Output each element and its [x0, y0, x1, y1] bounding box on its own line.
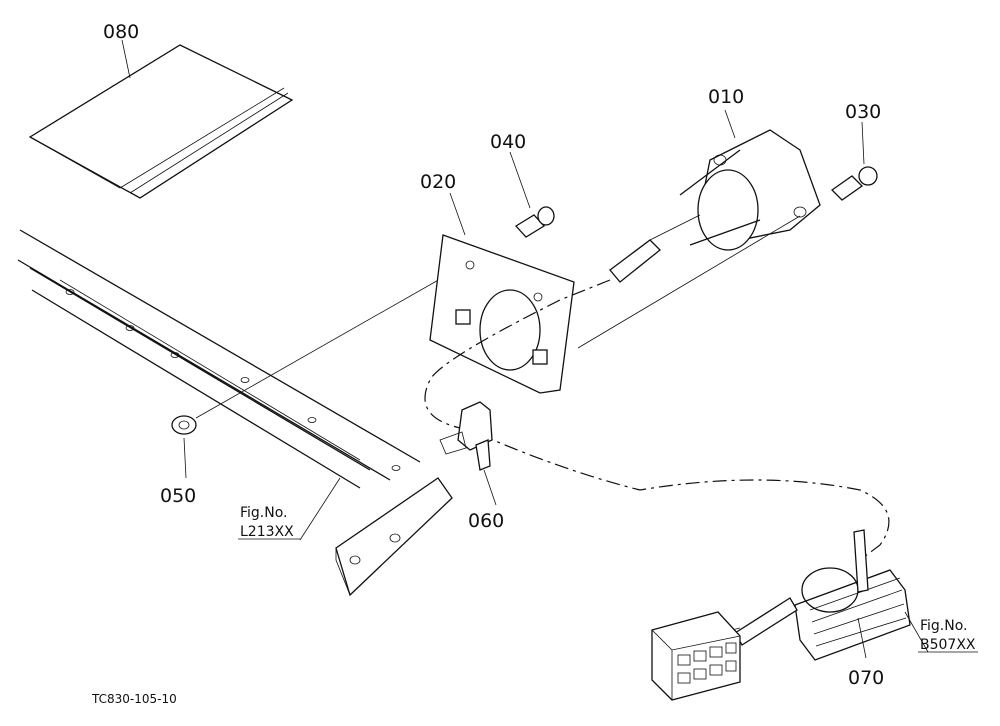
- harness-tie-070: [794, 529, 911, 661]
- label-040: 040: [490, 131, 526, 153]
- hex-nut-050: [171, 415, 197, 435]
- label-080: 080: [103, 21, 139, 43]
- label-050: 050: [160, 485, 196, 507]
- clip-060: [439, 401, 493, 471]
- leader-b507: [904, 611, 929, 653]
- leader-060: [483, 469, 497, 506]
- label-010: 010: [708, 86, 744, 108]
- harness-sleeve: [734, 597, 798, 646]
- label-030: 030: [845, 101, 881, 123]
- leader-070: [857, 617, 867, 659]
- ref-l213-top: Fig.No.: [240, 505, 288, 521]
- leader-050: [183, 437, 187, 479]
- label-060: 060: [468, 510, 504, 532]
- centerline-050: [195, 261, 471, 419]
- label-020: 020: [420, 171, 456, 193]
- leader-040: [509, 151, 531, 209]
- drawing-caption: TC830-105-10: [91, 692, 177, 706]
- centerline-010: [577, 215, 801, 349]
- leader-080: [121, 39, 131, 79]
- leader-l213: [299, 477, 341, 541]
- connector-010: [609, 129, 821, 283]
- manual-booklet: [28, 44, 294, 199]
- ref-l213-bottom: L213XX: [240, 524, 294, 540]
- label-070: 070: [848, 667, 884, 689]
- plug-connector: [651, 611, 741, 701]
- bracket-plate-020: [429, 234, 575, 394]
- frame-rail: [17, 229, 453, 597]
- wire-route: [424, 279, 890, 561]
- ref-b507-top: Fig.No.: [920, 618, 968, 634]
- leader-030: [861, 121, 865, 165]
- bolt-030: [830, 166, 878, 201]
- ref-b507-bottom: B507XX: [920, 637, 976, 653]
- bolt-040: [514, 206, 555, 238]
- leader-020: [449, 192, 466, 236]
- leader-010: [724, 109, 736, 139]
